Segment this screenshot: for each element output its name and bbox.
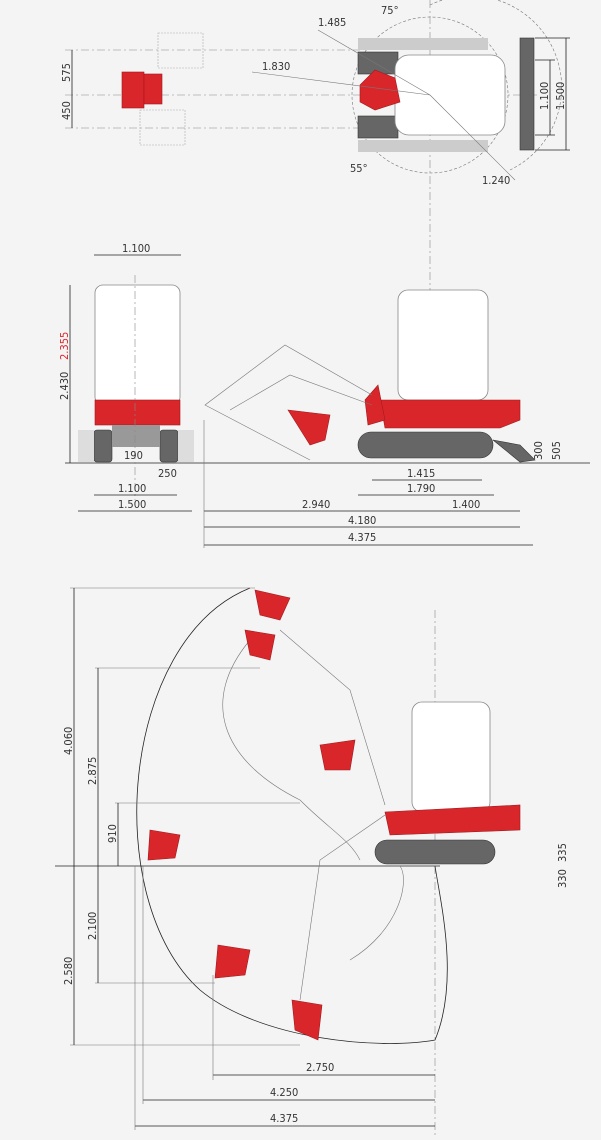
bucket-pos-5 — [214, 944, 251, 979]
dim-tail-radius: 1.240 — [482, 174, 510, 187]
swing-circle — [351, 16, 509, 174]
working-range: 4.060 2.875 910 2.100 2.580 335 330 2.75… — [55, 587, 569, 1135]
dim-offset-right: 450 — [60, 101, 73, 120]
dim-swing-right-angle: 55° — [350, 162, 368, 175]
dim-front-top-width: 1.100 — [122, 242, 150, 255]
dim-track-length: 1.790 — [407, 482, 435, 495]
bucket-pos-2 — [244, 629, 276, 661]
dim-min-swing-radius: 2.750 — [306, 1061, 334, 1074]
cab-front — [94, 284, 181, 406]
dim-tumbler-distance: 1.415 — [407, 467, 435, 480]
dim-max-reach-ground: 4.250 — [270, 1086, 298, 1099]
dim-radius-2: 1.830 — [262, 60, 290, 73]
dim-front-reach: 2.940 — [302, 498, 330, 511]
top-view: 575 450 1.100 1.500 1.485 1.830 1.240 75… — [60, 0, 570, 320]
dim-blade-above: 335 — [556, 843, 569, 862]
dim-height-canopy: 2.355 — [58, 332, 71, 360]
upper-structure-red — [379, 399, 521, 429]
track-side — [357, 431, 494, 459]
dim-blade-width-inner: 1.100 — [538, 82, 551, 110]
boom-base-top — [359, 69, 401, 111]
dim-max-dump-height: 2.875 — [86, 757, 99, 785]
bucket-ghost-right — [139, 109, 186, 146]
front-view: 1.100 2.430 2.355 190 250 1.100 1.500 — [58, 242, 590, 512]
reach-envelope — [136, 587, 448, 1044]
dim-max-reach: 4.375 — [270, 1112, 298, 1125]
upper-structure-top — [394, 54, 506, 136]
dim-max-vertical-wall: 2.100 — [86, 912, 99, 940]
bucket-pos-4 — [147, 829, 181, 861]
dim-offset-left: 575 — [60, 63, 73, 82]
bucket-pos-6 — [291, 999, 323, 1041]
dim-height-total: 2.430 — [58, 372, 71, 400]
bucket-pos-1 — [254, 589, 291, 621]
bucket-centered — [121, 71, 145, 109]
dim-overall-length: 4.375 — [348, 531, 376, 544]
front-body-red — [94, 399, 181, 426]
dim-swing-left-angle: 75° — [381, 4, 399, 17]
cab-working — [411, 701, 491, 813]
dim-track-gauge: 1.100 — [118, 482, 146, 495]
side-view: 300 505 1.415 1.790 2.940 1.400 4.180 4.… — [203, 289, 563, 548]
dim-ground-clearance: 190 — [124, 449, 143, 462]
bucket-side — [287, 409, 331, 446]
dim-blade-lift: 505 — [550, 441, 563, 460]
dim-blade-below: 330 — [556, 869, 569, 888]
bucket-ghost-left — [157, 32, 204, 69]
dim-max-dig-depth: 2.580 — [62, 957, 75, 985]
cab-side — [397, 289, 489, 401]
dim-max-dig-height: 4.060 — [62, 727, 75, 755]
track-left-outline — [358, 38, 488, 50]
dim-transport-length: 4.180 — [348, 514, 376, 527]
bucket-pos-3 — [319, 739, 356, 771]
blade-top — [519, 37, 535, 151]
dim-blade-width-outer: 1.500 — [554, 82, 567, 110]
dim-min-dump-height: 910 — [106, 824, 119, 843]
dim-blade-height: 300 — [532, 441, 545, 460]
dim-rear-to-center: 1.400 — [452, 498, 480, 511]
dim-radius-1: 1.485 — [318, 16, 346, 29]
dim-track-width: 250 — [158, 467, 177, 480]
blade-side — [492, 439, 536, 463]
dim-overall-width: 1.500 — [118, 498, 146, 511]
